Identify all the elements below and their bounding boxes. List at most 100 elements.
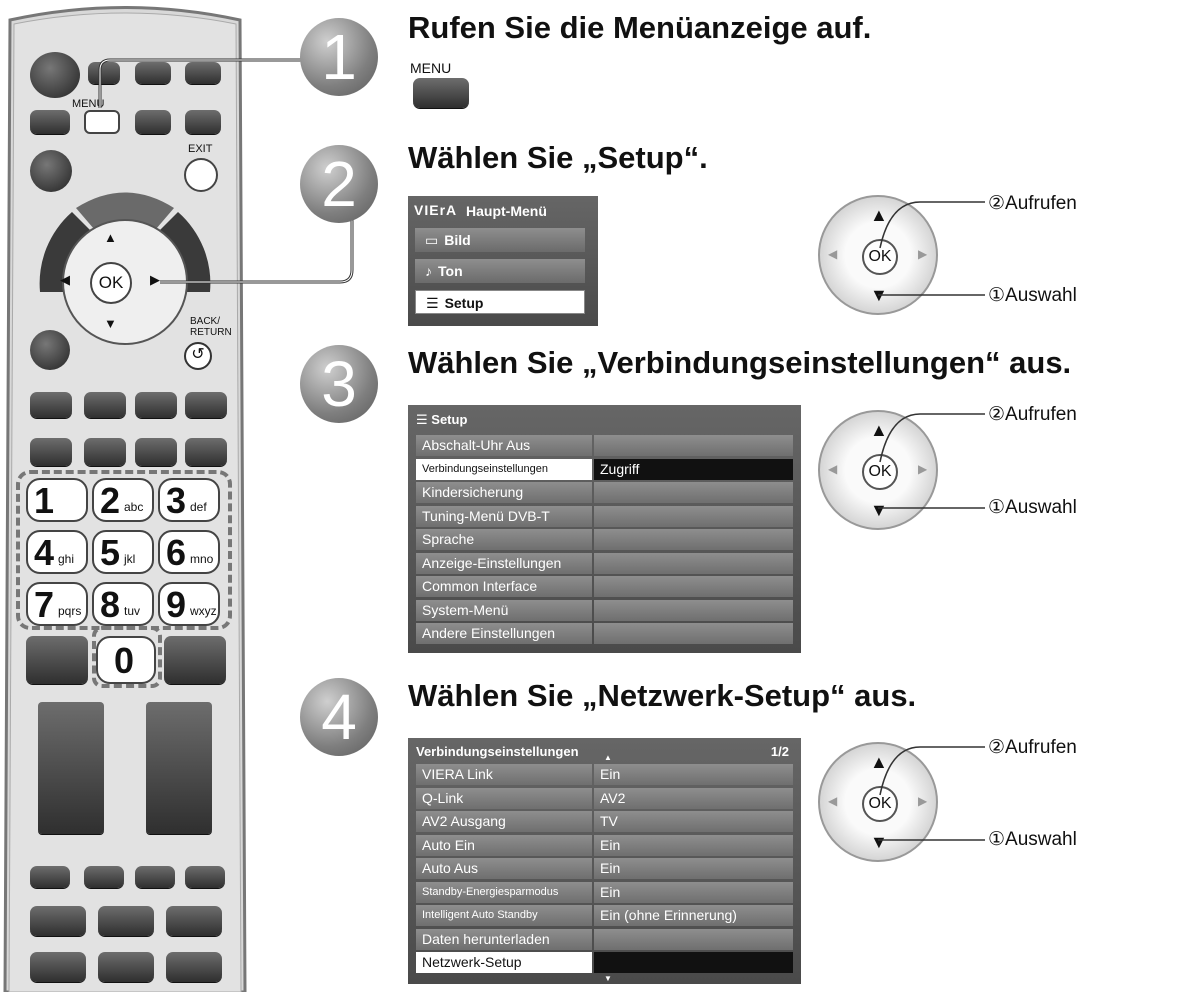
main-menu-item-ton[interactable]: ♪Ton <box>415 259 585 283</box>
power-button[interactable] <box>30 52 80 98</box>
setup-menu-row[interactable]: Tuning-Menü DVB-T <box>416 505 793 527</box>
remote-button[interactable] <box>30 866 70 888</box>
step-4-heading: Wählen Sie „Netzwerk-Setup“ aus. <box>408 678 917 713</box>
digit-label: 6 <box>166 532 187 573</box>
remote-button[interactable] <box>26 636 88 684</box>
digit-label: 1 <box>34 480 55 521</box>
remote-button[interactable] <box>30 330 70 370</box>
remote-button[interactable] <box>135 62 171 84</box>
digit-label: 4 <box>34 532 55 573</box>
step-1-menu-label: MENU <box>410 60 452 76</box>
left-arrow-icon[interactable]: ◀ <box>60 272 70 287</box>
main-menu-panel: VIErA Haupt-Menü ▭Bild♪Ton☰Setup <box>408 196 598 326</box>
setup-menu-row[interactable]: Abschalt-Uhr Aus <box>416 435 793 456</box>
remote-button[interactable] <box>30 392 72 418</box>
setup-menu-row[interactable]: Andere Einstellungen <box>416 623 793 644</box>
connection-menu-row[interactable]: Daten herunterladen <box>416 928 793 950</box>
ok-button[interactable]: OK <box>90 262 132 304</box>
row-label: Standby-Energiesparmodus <box>416 881 592 903</box>
row-label: Abschalt-Uhr Aus <box>416 435 592 456</box>
step-2-heading: Wählen Sie „Setup“. <box>408 140 708 175</box>
remote-button[interactable] <box>135 110 171 134</box>
dpad-step4: ▲ ▼ ◀ ▶ OK <box>818 742 938 862</box>
remote-button[interactable] <box>30 952 86 982</box>
digit-0-key[interactable]: 0 <box>96 636 156 684</box>
row-value <box>594 505 793 527</box>
remote-button[interactable] <box>30 150 72 192</box>
connection-menu-row[interactable]: Netzwerk-Setup <box>416 952 793 973</box>
note-icon: ♪ <box>425 263 432 279</box>
remote-button[interactable] <box>38 702 104 834</box>
remote-button[interactable] <box>30 110 70 134</box>
remote-button[interactable] <box>30 906 86 936</box>
remote-button[interactable] <box>84 438 126 466</box>
remote-button[interactable] <box>84 392 126 418</box>
down-arrow-icon[interactable]: ▼ <box>104 316 117 331</box>
remote-button[interactable] <box>185 866 225 888</box>
scroll-down-icon: ▼ <box>604 974 612 983</box>
back-return-icon[interactable]: ↺ <box>184 342 212 370</box>
remote-button[interactable] <box>166 952 222 982</box>
letters-label: def <box>190 500 207 514</box>
row-value: Ein <box>594 764 793 785</box>
digit-1-key[interactable]: 1 <box>26 478 88 522</box>
up-arrow-icon: ▲ <box>870 420 888 440</box>
select-label: ①Auswahl <box>988 285 1077 306</box>
dpad-step3: ▲ ▼ ◀ ▶ OK <box>818 410 938 530</box>
up-arrow-icon[interactable]: ▲ <box>104 230 117 245</box>
remote-button[interactable] <box>30 438 72 466</box>
digit-label: 0 <box>114 640 135 681</box>
menu-button[interactable] <box>84 110 120 134</box>
remote-button[interactable] <box>185 438 227 466</box>
digit-label: 5 <box>100 532 121 573</box>
remote-button[interactable] <box>88 62 120 84</box>
main-menu-item-bild[interactable]: ▭Bild <box>415 228 585 252</box>
remote-button[interactable] <box>146 702 212 834</box>
exit-button[interactable] <box>184 158 218 192</box>
remote-button[interactable] <box>166 906 222 936</box>
setup-menu-row[interactable]: System-Menü <box>416 599 793 621</box>
select-label: ①Auswahl <box>988 497 1077 518</box>
down-arrow-icon: ▼ <box>870 500 888 520</box>
remote-button[interactable] <box>164 636 226 684</box>
remote-button[interactable] <box>185 392 227 418</box>
row-value <box>594 599 793 621</box>
step-1-badge: 1 <box>300 18 378 96</box>
setup-menu-row[interactable]: Anzeige-Einstellungen <box>416 552 793 574</box>
row-label: Tuning-Menü DVB-T <box>416 505 592 527</box>
remote-button[interactable] <box>98 906 154 936</box>
back-return-label: BACK/ RETURN <box>190 316 232 338</box>
remote-button[interactable] <box>185 110 221 134</box>
remote-button[interactable] <box>185 62 221 84</box>
setup-menu-row[interactable]: Sprache <box>416 529 793 550</box>
setup-menu-row[interactable]: Common Interface <box>416 576 793 597</box>
remote-button[interactable] <box>135 392 177 418</box>
right-arrow-icon: ▶ <box>918 794 928 808</box>
remote-button[interactable] <box>98 952 154 982</box>
remote-button[interactable] <box>84 866 124 888</box>
digit-label: 7 <box>34 584 55 625</box>
setup-menu-row[interactable]: Kindersicherung <box>416 482 793 503</box>
remote-button[interactable] <box>135 438 177 466</box>
main-menu-item-setup[interactable]: ☰Setup <box>415 290 585 314</box>
call-label: ②Aufrufen <box>988 193 1077 214</box>
right-arrow-icon[interactable]: ▶ <box>150 272 160 287</box>
remote-button[interactable] <box>135 866 175 888</box>
